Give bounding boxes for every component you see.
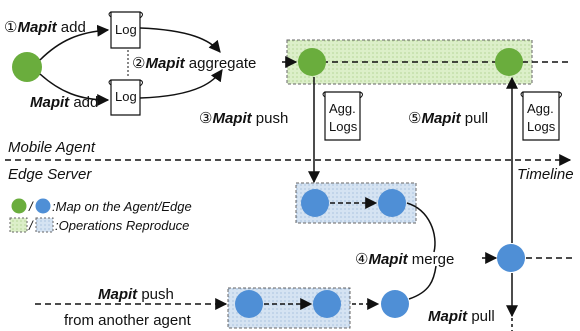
legend-edge-map-icon <box>35 198 51 214</box>
merge-arrow-lower <box>408 265 437 300</box>
agg-logs-2-line2: Logs <box>527 119 556 134</box>
legend-edge-ops-icon <box>35 217 54 233</box>
step-1-label: ①Mapit add <box>4 19 86 36</box>
step-5-keyword: Mapit <box>421 110 461 127</box>
edge-map-node-lower-1 <box>235 290 263 318</box>
step-5-number: ⑤ <box>408 110 421 127</box>
step-2-label: ②Mapit aggregate <box>132 55 256 72</box>
log-document-2: Log <box>108 79 143 116</box>
agg-logs-document-1: Agg. Logs <box>322 91 363 141</box>
agent-map-node-2 <box>495 48 523 76</box>
log-2-label: Log <box>115 89 137 104</box>
legend-map-label: :Map on the Agent/Edge <box>52 199 192 214</box>
step-2-number: ② <box>132 55 145 72</box>
step-2-keyword: Mapit <box>145 55 185 72</box>
another-agent-line2: from another agent <box>64 312 192 329</box>
another-agent-push-label: Mapit push <box>98 286 174 303</box>
edge-map-node-lower-2 <box>313 290 341 318</box>
agg-logs-1-line1: Agg. <box>329 101 356 116</box>
add-arrow-lower <box>39 73 110 106</box>
edge-server-label: Edge Server <box>8 166 92 183</box>
bottom-pull-label: Mapit pull <box>428 308 495 325</box>
bottom-pull-keyword: Mapit <box>428 308 468 325</box>
edge-map-node-upper-2 <box>378 189 406 217</box>
step-5-label: ⑤Mapit pull <box>408 110 488 127</box>
edge-map-node-lower-3 <box>381 290 409 318</box>
aggregate-arrow-upper <box>139 27 221 53</box>
step-4-keyword: Mapit <box>368 251 408 268</box>
step-3-label: ③Mapit push <box>199 110 288 127</box>
log-document-1: Log <box>108 11 143 49</box>
step-3-number: ③ <box>199 110 212 127</box>
bottom-pull-verb: pull <box>467 308 495 325</box>
initial-map-node <box>12 52 42 82</box>
legend-ops-separator: / <box>28 218 34 233</box>
legend-agent-map-icon <box>11 198 27 214</box>
mobile-agent-label: Mobile Agent <box>8 139 96 156</box>
merge-arrow-upper <box>406 202 436 253</box>
step-1-keyword: Mapit <box>17 19 57 36</box>
agg-logs-2-line1: Agg. <box>527 101 554 116</box>
step-3-keyword: Mapit <box>212 110 252 127</box>
step-4-number: ④ <box>355 251 368 268</box>
agent-map-node-1 <box>298 48 326 76</box>
another-agent-keyword: Mapit <box>98 286 138 303</box>
another-agent-verb: push <box>137 286 174 303</box>
aggregate-arrow-lower <box>139 69 223 99</box>
step-1b-label: Mapit add <box>30 94 98 111</box>
legend-agent-ops-icon <box>9 217 28 233</box>
step-1-verb: add <box>57 19 86 36</box>
add-arrow-upper <box>39 24 110 61</box>
step-5-verb: pull <box>461 110 489 127</box>
timeline-label: Timeline <box>517 166 574 183</box>
step-1b-keyword: Mapit <box>30 94 70 111</box>
step-2-verb: aggregate <box>185 55 257 72</box>
legend-map-separator: / <box>28 199 34 214</box>
log-1-label: Log <box>115 22 137 37</box>
step-3-verb: push <box>252 110 289 127</box>
step-4-label: ④Mapit merge <box>355 251 454 268</box>
step-1b-verb: add <box>69 94 98 111</box>
step-4-verb: merge <box>408 251 455 268</box>
legend-ops-label: :Operations Reproduce <box>55 218 189 233</box>
agg-logs-document-2: Agg. Logs <box>520 91 562 141</box>
agg-logs-1-line2: Logs <box>329 119 358 134</box>
step-1-number: ① <box>4 19 17 36</box>
merged-map-node <box>497 244 525 272</box>
edge-map-node-upper-1 <box>301 189 329 217</box>
